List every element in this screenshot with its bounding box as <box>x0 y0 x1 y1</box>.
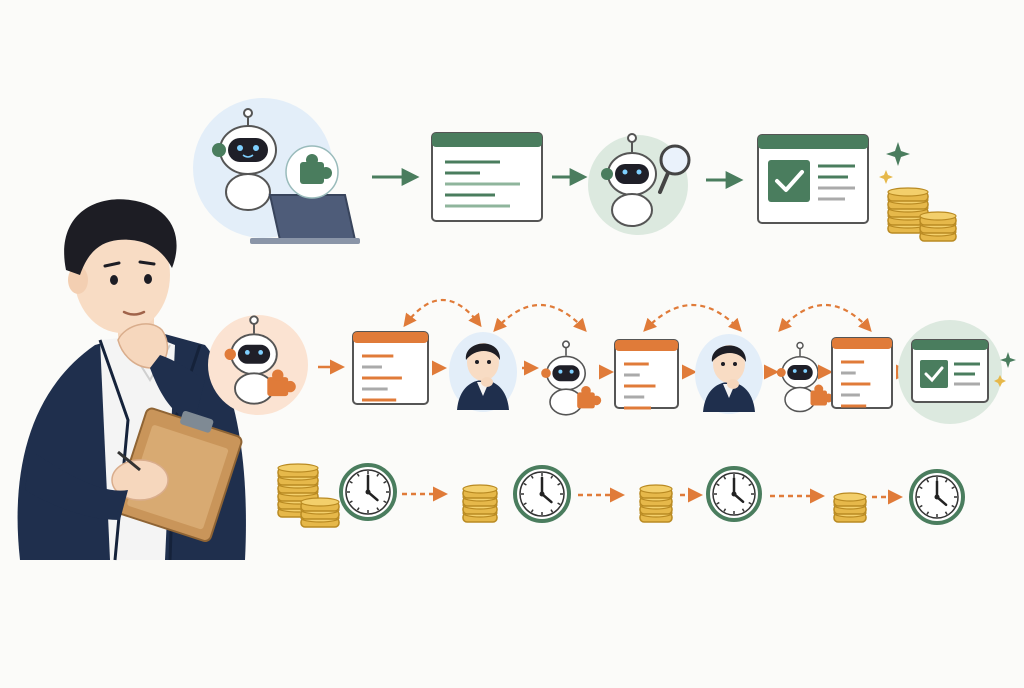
feedback-loop-arrow <box>493 304 587 332</box>
robot-icon <box>601 133 657 227</box>
sparkle-icon <box>994 375 1006 387</box>
code-window-icon <box>831 337 893 409</box>
robot-with-laptop <box>193 98 360 244</box>
approved-window <box>757 134 869 224</box>
magnifying-glass-icon <box>658 144 691 194</box>
robot-icon <box>541 340 602 416</box>
coin-stack-icon <box>887 187 929 234</box>
coin-stack-icon <box>300 497 340 528</box>
approved-window <box>898 320 1002 424</box>
sparkle-icon <box>879 170 893 184</box>
code-window-icon <box>352 331 429 405</box>
clock-icon <box>513 465 571 523</box>
coin-stack-icon <box>887 187 957 242</box>
checkmark-icon <box>775 170 804 192</box>
robot-icon <box>212 108 277 211</box>
puzzle-piece-icon <box>577 386 602 409</box>
clock-icon <box>706 466 762 522</box>
coin-stack-icon <box>277 463 319 518</box>
robot-reviewing <box>588 133 691 235</box>
puzzle-piece-icon <box>810 384 833 406</box>
code-window-icon <box>614 339 679 410</box>
feedback-loop-arrow <box>643 303 742 332</box>
human-reviewer-icon <box>449 332 517 412</box>
coin-stack-icon <box>462 484 498 523</box>
bottom-row-cost-timeline <box>277 463 965 528</box>
clock-icon <box>909 469 965 525</box>
sparkle-icon <box>1000 352 1016 368</box>
feedback-loop-arrow <box>778 304 872 332</box>
top-row-workflow <box>193 98 957 244</box>
middle-row-workflow <box>208 299 1016 424</box>
robot-icon <box>776 341 833 413</box>
laptop-icon <box>250 194 360 244</box>
human-reviewer-icon <box>695 334 763 414</box>
feedback-loop-arrow <box>403 299 482 328</box>
robot-icon <box>224 315 296 405</box>
sparkle-icon <box>886 142 910 166</box>
clock-icon <box>339 463 397 521</box>
checkmark-icon <box>924 366 944 383</box>
code-window-icon <box>431 132 543 222</box>
coin-stack-icon <box>639 484 673 523</box>
puzzle-piece-icon <box>267 369 296 397</box>
coin-stack-icon <box>833 492 867 523</box>
coin-stack-icon <box>919 211 957 242</box>
thinking-man-with-clipboard-icon <box>17 199 246 561</box>
puzzle-piece-icon <box>300 154 332 184</box>
